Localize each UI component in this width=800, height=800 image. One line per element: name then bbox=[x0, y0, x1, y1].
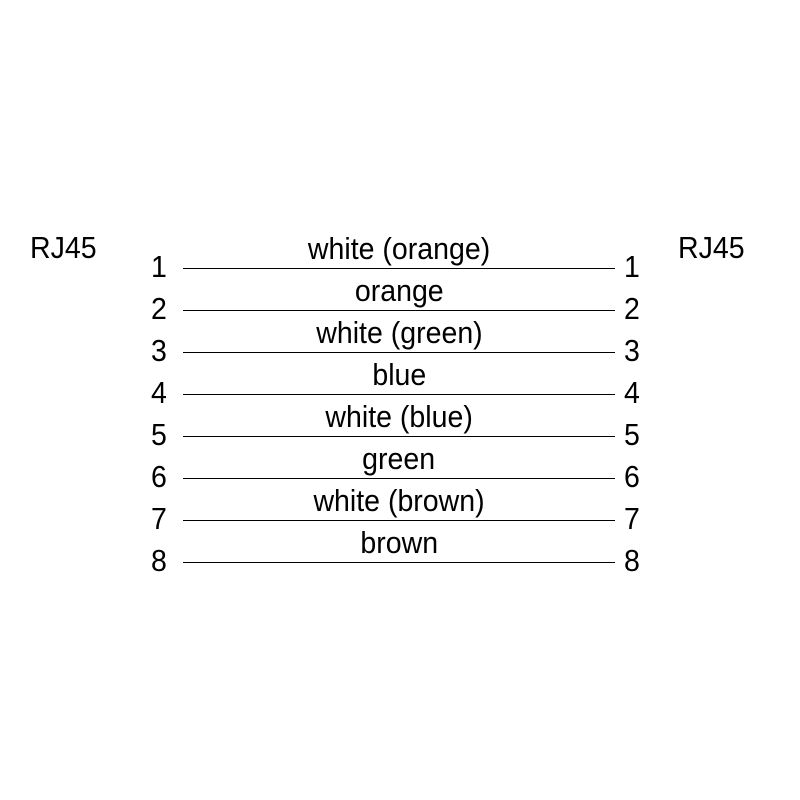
wire-row: 7 white (brown) 7 bbox=[0, 484, 800, 536]
wire-line bbox=[183, 352, 615, 353]
wire-row: 6 green 6 bbox=[0, 442, 800, 494]
right-pin-number: 3 bbox=[624, 333, 640, 368]
wire-color-label: blue bbox=[372, 357, 426, 392]
left-pin-number: 6 bbox=[151, 459, 167, 494]
wire-color-label: green bbox=[362, 441, 436, 476]
wire-row: 4 blue 4 bbox=[0, 358, 800, 410]
wire-line bbox=[183, 478, 615, 479]
left-pin-number: 3 bbox=[151, 333, 167, 368]
wire-line bbox=[183, 562, 615, 563]
left-pin-number: 1 bbox=[151, 249, 167, 284]
left-pin-number: 5 bbox=[151, 417, 167, 452]
right-pin-number: 4 bbox=[624, 375, 640, 410]
right-pin-number: 2 bbox=[624, 291, 640, 326]
right-pin-number: 8 bbox=[624, 543, 640, 578]
wire-line bbox=[183, 436, 615, 437]
left-pin-number: 4 bbox=[151, 375, 167, 410]
left-pin-number: 8 bbox=[151, 543, 167, 578]
wire-line bbox=[183, 394, 615, 395]
wire-color-label: white (green) bbox=[315, 315, 483, 350]
left-pin-number: 7 bbox=[151, 501, 167, 536]
right-pin-number: 6 bbox=[624, 459, 640, 494]
wire-row: 3 white (green) 3 bbox=[0, 316, 800, 368]
wire-color-label: brown bbox=[360, 525, 438, 560]
left-pin-number: 2 bbox=[151, 291, 167, 326]
wire-row: 5 white (blue) 5 bbox=[0, 400, 800, 452]
wire-row: 1 white (orange) 1 bbox=[0, 232, 800, 284]
right-pin-number: 1 bbox=[624, 249, 640, 284]
wire-color-label: white (orange) bbox=[307, 231, 491, 266]
wire-row: 8 brown 8 bbox=[0, 526, 800, 578]
wire-line bbox=[183, 310, 615, 311]
wire-line bbox=[183, 520, 615, 521]
wire-color-label: white (brown) bbox=[313, 483, 485, 518]
wire-line bbox=[183, 268, 615, 269]
left-connector-label: RJ45 bbox=[30, 230, 97, 265]
right-pin-number: 7 bbox=[624, 501, 640, 536]
wire-row: 2 orange 2 bbox=[0, 274, 800, 326]
right-pin-number: 5 bbox=[624, 417, 640, 452]
wire-color-label: orange bbox=[354, 273, 444, 308]
wire-color-label: white (blue) bbox=[325, 399, 473, 434]
right-connector-label: RJ45 bbox=[678, 230, 745, 265]
